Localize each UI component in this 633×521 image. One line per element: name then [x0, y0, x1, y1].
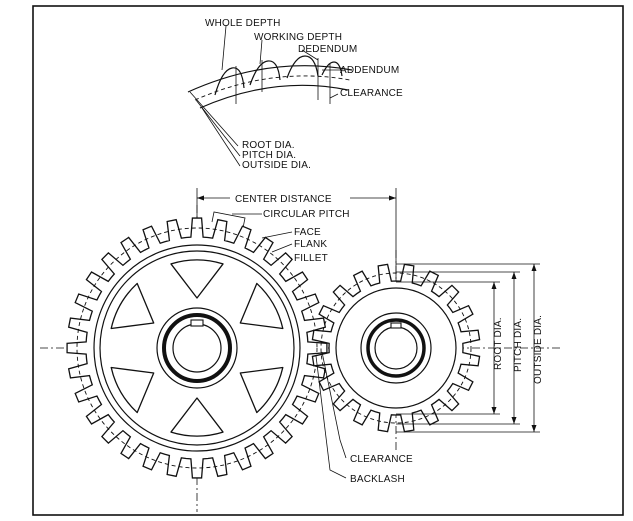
label-root-dia: ROOT DIA.	[242, 140, 295, 151]
label-outside-dia-vertical: OUTSIDE DIA.	[533, 315, 544, 384]
label-circular-pitch: CIRCULAR PITCH	[263, 209, 350, 220]
large-gear	[66, 217, 328, 479]
small-gear	[311, 263, 481, 433]
label-fillet: FILLET	[294, 253, 328, 264]
label-pitch-dia: PITCH DIA.	[242, 150, 296, 161]
small-gear-teeth	[311, 263, 481, 433]
label-clearance-top: CLEARANCE	[340, 88, 403, 99]
small-gear-keyway	[390, 322, 402, 329]
backlash-leader	[315, 355, 347, 479]
circular-pitch-dimension	[211, 211, 262, 229]
diagram-frame	[32, 5, 624, 516]
spoke-window	[239, 282, 284, 330]
large-gear-rim-inner	[99, 250, 295, 446]
spoke-window	[170, 397, 224, 437]
label-addendum: ADDENDUM	[340, 65, 399, 76]
tooth-detail-view	[187, 25, 353, 167]
label-root-dia-vertical: ROOT DIA.	[493, 317, 504, 370]
spoke-window	[239, 366, 284, 414]
label-flank: FLANK	[294, 239, 327, 250]
label-dedendum: DEDENDUM	[298, 44, 357, 55]
large-gear-hub-outer	[156, 307, 238, 389]
spoke-window	[110, 366, 155, 414]
spoke-window	[170, 259, 224, 299]
large-gear-rim	[93, 244, 301, 452]
large-gear-spoke-windows	[110, 259, 284, 437]
large-gear-hub-ring	[162, 313, 232, 383]
label-outside-dia: OUTSIDE DIA.	[242, 160, 311, 171]
small-gear-diameter-dimensions	[396, 263, 540, 433]
label-whole-depth: WHOLE DEPTH	[205, 18, 281, 29]
small-gear-pitch-circle	[320, 272, 472, 424]
label-pitch-dia-vertical: PITCH DIA.	[513, 318, 524, 372]
small-gear-rim	[335, 287, 457, 409]
label-center-distance: CENTER DISTANCE	[235, 194, 332, 205]
small-gear-hub-ring	[366, 318, 426, 378]
label-working-depth: WORKING DEPTH	[254, 32, 342, 43]
small-gear-hub-outer	[360, 312, 432, 384]
clearance-leader	[321, 351, 347, 459]
label-clearance-bottom: CLEARANCE	[350, 454, 413, 465]
large-gear-keyway	[190, 319, 204, 327]
large-gear-pitch-circle	[76, 227, 318, 469]
label-backlash: BACKLASH	[350, 474, 405, 485]
spoke-window	[110, 282, 155, 330]
label-face: FACE	[294, 227, 321, 238]
large-gear-teeth	[66, 217, 328, 479]
